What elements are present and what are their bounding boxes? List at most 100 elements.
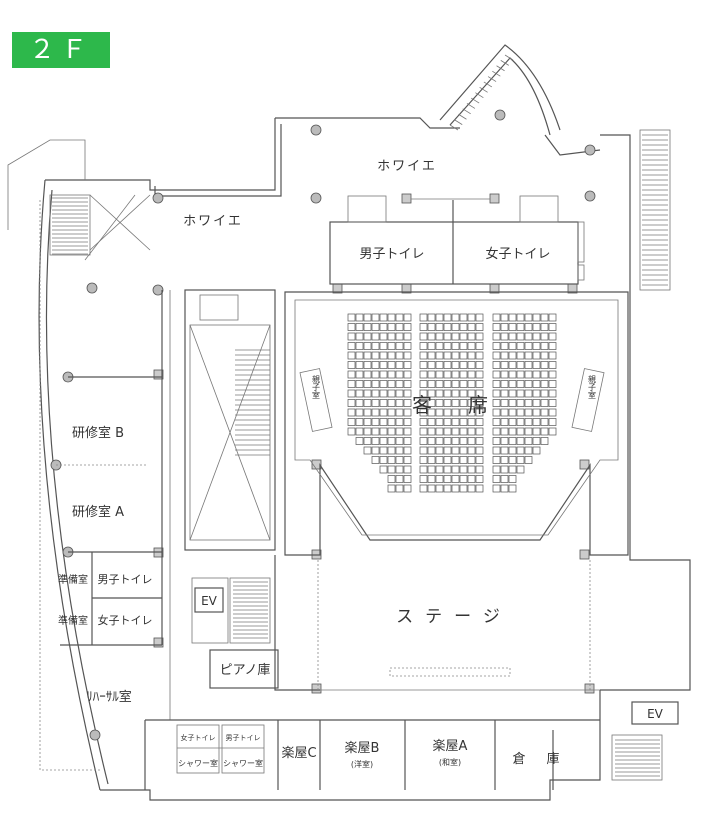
- seat: [475, 418, 484, 426]
- seat: [492, 484, 501, 493]
- seat: [459, 399, 468, 407]
- seat: [492, 313, 501, 322]
- seat: [387, 351, 396, 360]
- seat: [467, 418, 476, 426]
- seat: [363, 361, 372, 369]
- label-shower-1: シャワー室: [178, 758, 218, 768]
- seat: [363, 323, 372, 331]
- seat: [532, 351, 541, 360]
- seat: [443, 351, 452, 360]
- seat: [387, 408, 396, 417]
- seat: [500, 484, 509, 493]
- seat: [379, 456, 388, 464]
- seat: [540, 380, 549, 388]
- seat: [467, 332, 476, 341]
- seat: [524, 361, 533, 369]
- seat: [379, 380, 388, 388]
- seat: [363, 408, 372, 417]
- seat: [548, 361, 557, 369]
- seat: [492, 465, 501, 474]
- seat: [451, 389, 460, 398]
- label-parent-child-left: 親子室: [312, 374, 321, 399]
- seat: [419, 389, 428, 398]
- seat: [532, 332, 541, 341]
- seat: [347, 380, 356, 388]
- seat: [379, 408, 388, 417]
- seat: [435, 456, 444, 464]
- seat: [516, 418, 525, 426]
- seat: [419, 332, 428, 341]
- seat: [379, 342, 388, 350]
- seat: [451, 342, 460, 350]
- seat: [492, 323, 501, 331]
- seat: [475, 332, 484, 341]
- seat: [395, 484, 404, 493]
- seat: [516, 456, 525, 464]
- left-partitions: [56, 290, 600, 790]
- seat: [403, 342, 412, 350]
- seat: [427, 313, 436, 322]
- stair-core: [184, 289, 276, 551]
- seat: [443, 408, 452, 417]
- auditorium: [284, 291, 629, 556]
- seat: [443, 399, 452, 407]
- seat: [532, 389, 541, 398]
- seat: [435, 342, 444, 350]
- seat: [516, 399, 525, 407]
- seat: [467, 456, 476, 464]
- seat: [540, 427, 549, 436]
- seat: [419, 323, 428, 331]
- seat: [355, 313, 364, 322]
- seat: [475, 465, 484, 474]
- seat: [355, 370, 364, 379]
- seat: [516, 342, 525, 350]
- seat: [435, 389, 444, 398]
- seat: [379, 370, 388, 379]
- seat: [508, 484, 517, 493]
- seat: [459, 484, 468, 493]
- seat: [363, 427, 372, 436]
- seat: [435, 437, 444, 445]
- seat: [532, 313, 541, 322]
- seat: [395, 313, 404, 322]
- seat: [459, 361, 468, 369]
- seat: [387, 475, 396, 483]
- seat: [540, 437, 549, 445]
- seat: [540, 313, 549, 322]
- seat: [492, 408, 501, 417]
- outer-walls: [38, 117, 691, 801]
- seat: [492, 351, 501, 360]
- seat: [532, 427, 541, 436]
- seat: [540, 370, 549, 379]
- seat: [427, 408, 436, 417]
- staircase-top: [439, 44, 601, 156]
- seat: [524, 389, 533, 398]
- seat: [500, 332, 509, 341]
- staircase-left: [7, 139, 151, 261]
- seat: [443, 313, 452, 322]
- seat: [379, 351, 388, 360]
- seat: [540, 418, 549, 426]
- seat: [467, 399, 476, 407]
- seat: [395, 427, 404, 436]
- dressing-rooms: [176, 701, 679, 790]
- seat: [435, 427, 444, 436]
- seat: [516, 380, 525, 388]
- seat: [443, 446, 452, 455]
- seat: [492, 418, 501, 426]
- seat: [532, 418, 541, 426]
- seat: [475, 370, 484, 379]
- seat: [443, 332, 452, 341]
- seat: [347, 323, 356, 331]
- seat: [347, 389, 356, 398]
- seat: [403, 313, 412, 322]
- label-prep-room-1: 準備室: [58, 573, 88, 586]
- seat: [467, 342, 476, 350]
- seat: [379, 361, 388, 369]
- label-foyer-left: ホワイエ: [183, 214, 243, 229]
- seat: [403, 351, 412, 360]
- staircase-right: [639, 129, 671, 291]
- label-womens-toilet-small: 女子トイレ: [98, 613, 153, 627]
- seat: [403, 427, 412, 436]
- label-prep-room-2: 準備室: [58, 614, 88, 627]
